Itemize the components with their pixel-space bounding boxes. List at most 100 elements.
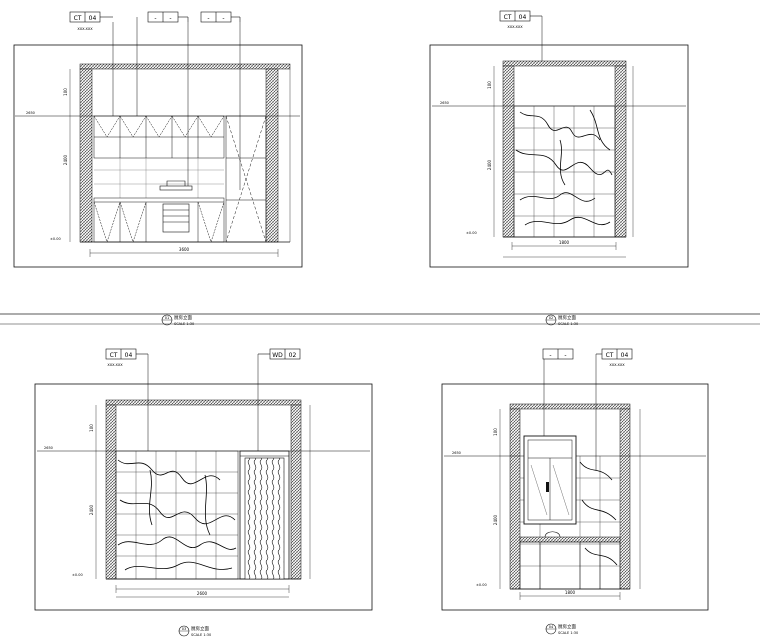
floor-mark: ±0.00 (50, 237, 61, 241)
marble-wall (115, 450, 239, 580)
drawing-title: 03 厨房立面 SCALE 1:30 (178, 625, 211, 637)
tag-note: XXX-XXX (107, 363, 123, 367)
title-number: 01 (165, 316, 169, 320)
right-wall (265, 68, 279, 243)
floor-mark: ±0.00 (72, 573, 83, 577)
tag-code: - (154, 15, 156, 22)
tag-code: WD (272, 352, 283, 359)
drawing-title: 01 厨房立面 SCALE 1:30 (161, 314, 194, 326)
floor-mark: ±0.00 (466, 231, 477, 235)
left-wall (79, 68, 93, 243)
right-wall (290, 404, 302, 580)
elevation-drawing-2: CT 04 XXX-XXX 1800 2400 100 2650 ±0.00 0… (429, 10, 689, 326)
tag-number: 04 (621, 352, 629, 359)
leaders (147, 354, 259, 451)
tag-number: 04 (89, 15, 97, 22)
callout-tag: - - (147, 11, 189, 23)
title-scale: SCALE 1:30 (174, 322, 194, 326)
dim-height: 2400 (63, 154, 68, 165)
callout-tag: CT 04 XXX-XXX (69, 11, 113, 31)
ceiling-slab (509, 403, 631, 410)
ceiling-slab (105, 399, 302, 406)
tag-code: - (549, 352, 551, 359)
tag-number: - (222, 15, 224, 22)
level-mark: 2650 (440, 101, 449, 105)
vanity-counter (519, 531, 621, 590)
door (239, 450, 290, 580)
tag-number: - (169, 15, 171, 22)
dim-width: 1800 (565, 590, 576, 595)
callout-tag: CT 04 XXX-XXX (499, 10, 542, 29)
dim-width: 3600 (179, 247, 190, 252)
marble-wall (513, 105, 616, 238)
dim-top: 100 (63, 88, 68, 96)
drawing-frame (34, 383, 373, 611)
dim-width: 2600 (197, 591, 208, 596)
drawing-title: 04 厨房立面 SCALE 1:30 (545, 623, 578, 635)
title-number: 04 (549, 625, 554, 629)
leaders (112, 17, 241, 190)
title-scale: SCALE 1:30 (558, 322, 578, 326)
tag-note: XXX-XXX (609, 363, 625, 367)
elevation-drawing-3: CT 04 XXX-XXX WD 02 2600 2400 100 2650 ±… (34, 348, 373, 637)
tag-code: CT (606, 352, 614, 359)
window (523, 435, 577, 525)
callout-tag: - - (200, 11, 241, 23)
title-text: 厨房立面 (558, 623, 576, 630)
drawing-frame (429, 44, 689, 268)
tag-code: CT (504, 14, 512, 21)
dim-top: 100 (487, 81, 492, 89)
drawing-title: 02 厨房立面 SCALE 1:30 (545, 314, 578, 326)
title-number: 02 (549, 316, 553, 320)
tag-code: - (207, 15, 209, 22)
tag-number: 04 (519, 14, 527, 21)
cooktop (159, 180, 193, 233)
callout-tag: CT 04 XXX-XXX (105, 348, 148, 367)
level-mark: 2650 (452, 451, 461, 455)
right-wall (614, 65, 627, 238)
dim-height: 2400 (89, 504, 94, 515)
dim-height: 2400 (493, 514, 498, 525)
dimensions (69, 69, 291, 257)
dim-height: 2400 (487, 159, 492, 170)
callout-tag: - - (542, 348, 574, 360)
right-wall (619, 408, 631, 590)
elevation-drawing-1: CT 04 XXX-XXX - - - - 3600 2400 100 2650… (13, 11, 303, 326)
level-mark: 2650 (44, 446, 53, 450)
tag-note: XXX-XXX (77, 27, 93, 31)
callout-tag: CT 04 XXX-XXX (596, 348, 633, 367)
dimensions (493, 66, 634, 258)
left-wall (509, 408, 521, 590)
floor-mark: ±0.00 (476, 583, 487, 587)
ceiling-slab (502, 60, 627, 67)
elevation-drawing-4: - - CT 04 XXX-XXX 1800 2400 100 2650 ±0.… (441, 348, 709, 635)
title-scale: SCALE 1:30 (558, 631, 578, 635)
tag-code: CT (74, 15, 82, 22)
title-scale: SCALE 1:30 (191, 633, 211, 637)
drawing-frame (13, 44, 303, 268)
dim-top: 100 (89, 424, 94, 432)
callout-tag: WD 02 (258, 348, 301, 360)
tall-unit (225, 115, 267, 243)
tag-number: 04 (125, 352, 133, 359)
tag-number: 02 (289, 352, 297, 359)
left-wall (105, 404, 117, 580)
dim-width: 1800 (559, 240, 570, 245)
base-cabinets (93, 197, 225, 243)
title-text: 厨房立面 (558, 314, 576, 321)
title-number: 03 (182, 627, 186, 631)
drawing-frame (441, 383, 709, 611)
dimensions (499, 409, 641, 600)
left-wall (502, 65, 515, 238)
ceiling-slab (79, 63, 291, 70)
title-text: 厨房立面 (191, 625, 209, 632)
level-mark: 2650 (26, 111, 35, 115)
tag-note: XXX-XXX (507, 25, 523, 29)
leaders (543, 354, 597, 470)
backsplash (94, 158, 224, 198)
upper-cabinets (93, 115, 225, 159)
tag-number: - (564, 352, 566, 359)
dimensions (95, 405, 311, 598)
dim-top: 100 (493, 428, 498, 436)
